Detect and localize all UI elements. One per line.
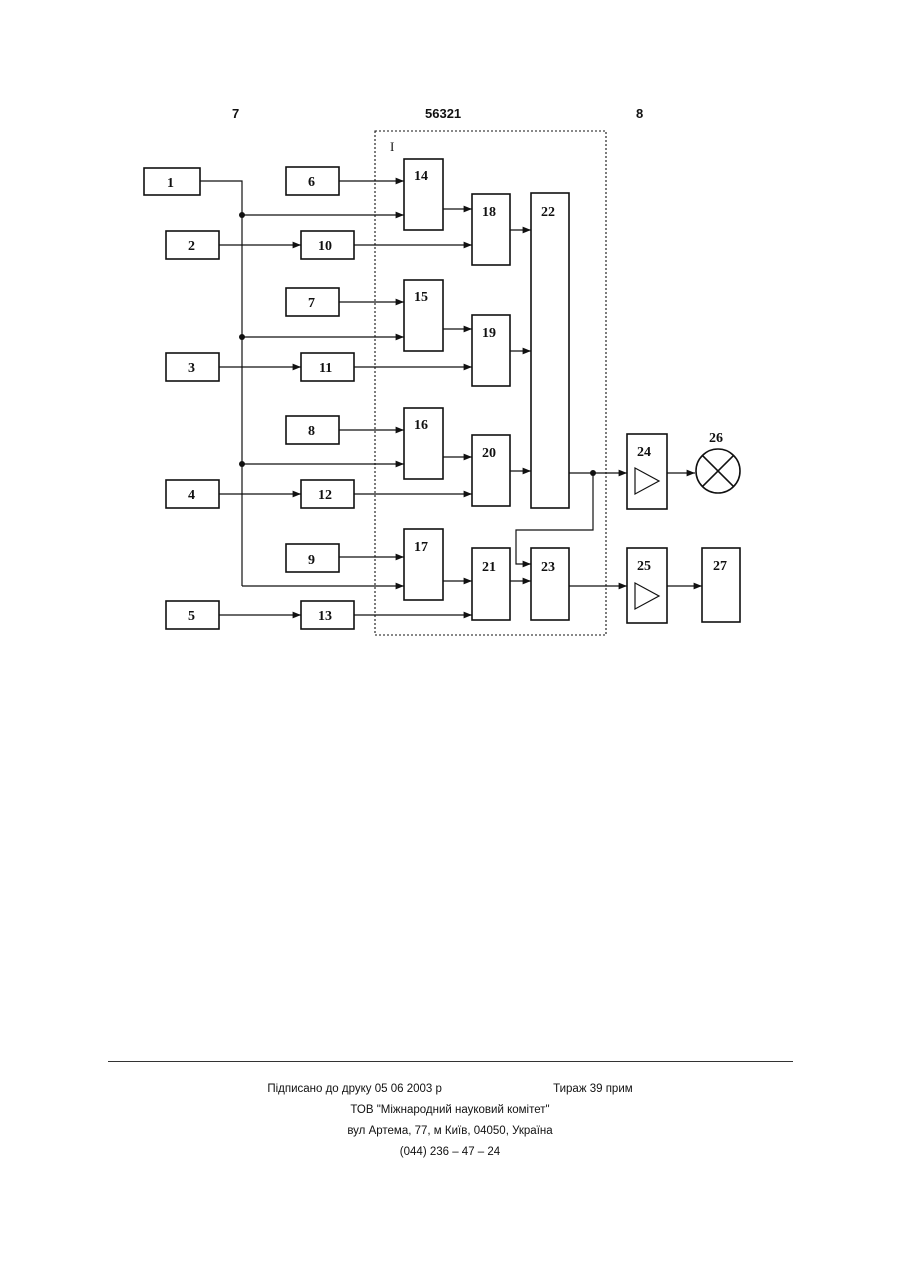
block-5: 5 xyxy=(166,601,219,629)
block-1: 1 xyxy=(144,168,200,195)
block-13: 13 xyxy=(301,601,354,629)
block-2: 2 xyxy=(166,231,219,259)
block-21: 21 xyxy=(472,548,510,620)
svg-text:20: 20 xyxy=(482,446,496,461)
svg-text:14: 14 xyxy=(414,169,428,184)
svg-text:6: 6 xyxy=(308,175,315,190)
group-label: I xyxy=(390,139,394,154)
svg-text:9: 9 xyxy=(308,553,315,568)
block-6: 6 xyxy=(286,167,339,195)
block-23: 23 xyxy=(531,548,569,620)
svg-text:12: 12 xyxy=(318,488,332,503)
block-16: 16 xyxy=(404,408,443,479)
block-19: 19 xyxy=(472,315,510,386)
svg-text:10: 10 xyxy=(318,239,332,254)
block-24-amplifier: 24 xyxy=(627,434,667,509)
block-12: 12 xyxy=(301,480,354,508)
svg-text:25: 25 xyxy=(637,559,651,574)
svg-text:23: 23 xyxy=(541,560,555,575)
block-27: 27 xyxy=(702,548,740,622)
block-10: 10 xyxy=(301,231,354,259)
svg-text:26: 26 xyxy=(709,431,723,446)
footer-address: вул Артема, 77, м Київ, 04050, Україна xyxy=(0,1125,900,1137)
block-26-lamp: 26 xyxy=(696,431,740,493)
svg-text:24: 24 xyxy=(637,445,651,460)
svg-text:21: 21 xyxy=(482,560,496,575)
svg-text:15: 15 xyxy=(414,290,428,305)
svg-text:27: 27 xyxy=(713,559,727,574)
svg-text:4: 4 xyxy=(188,488,195,503)
block-7: 7 xyxy=(286,288,339,316)
block-25-amplifier: 25 xyxy=(627,548,667,623)
block-17: 17 xyxy=(404,529,443,600)
svg-text:13: 13 xyxy=(318,609,332,624)
svg-text:19: 19 xyxy=(482,326,496,341)
block-8: 8 xyxy=(286,416,339,444)
block-18: 18 xyxy=(472,194,510,265)
svg-text:1: 1 xyxy=(167,176,174,191)
svg-text:11: 11 xyxy=(319,361,332,376)
block-11: 11 xyxy=(301,353,354,381)
svg-text:17: 17 xyxy=(414,540,428,555)
svg-text:18: 18 xyxy=(482,205,496,220)
block-diagram: I 1 2 3 4 5 6 7 8 9 10 11 12 xyxy=(0,0,900,660)
block-20: 20 xyxy=(472,435,510,506)
footer-phone: (044) 236 – 47 – 24 xyxy=(0,1146,900,1158)
footer-publisher: ТОВ "Міжнародний науковий комітет" xyxy=(0,1104,900,1116)
block-9: 9 xyxy=(286,544,339,572)
footer-line-1: Підписано до друку 05 06 2003 р Тираж 39… xyxy=(0,1083,900,1095)
block-15: 15 xyxy=(404,280,443,351)
svg-text:3: 3 xyxy=(188,361,195,376)
svg-text:8: 8 xyxy=(308,424,315,439)
svg-text:16: 16 xyxy=(414,418,428,433)
block-4: 4 xyxy=(166,480,219,508)
block-3: 3 xyxy=(166,353,219,381)
footer-signed: Підписано до друку 05 06 2003 р xyxy=(267,1083,442,1095)
svg-text:2: 2 xyxy=(188,239,195,254)
block-14: 14 xyxy=(404,159,443,230)
footer-circulation: Тираж 39 прим xyxy=(553,1083,633,1095)
svg-text:7: 7 xyxy=(308,296,315,311)
footer-rule xyxy=(108,1061,793,1062)
svg-text:22: 22 xyxy=(541,205,555,220)
svg-text:5: 5 xyxy=(188,609,195,624)
block-22: 22 xyxy=(531,193,569,508)
